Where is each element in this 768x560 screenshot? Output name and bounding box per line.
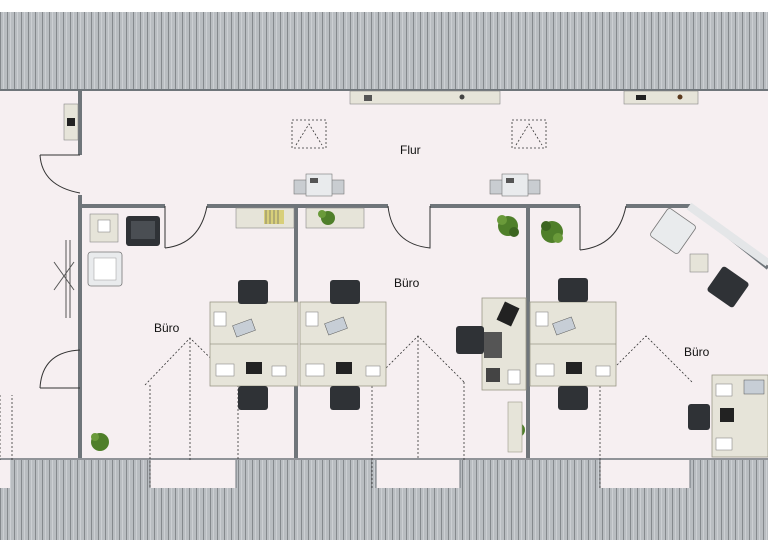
door-swings — [39, 154, 627, 389]
label-flur: Flur — [400, 143, 421, 157]
window-left — [53, 240, 75, 318]
desk-cluster-c — [529, 278, 617, 410]
printer-icon — [293, 173, 541, 197]
skylight-icon — [291, 119, 547, 149]
label-buero-1: Büro — [154, 321, 180, 335]
armchair-icon — [87, 213, 160, 287]
roof-bottom — [0, 458, 768, 540]
label-buero-3: Büro — [684, 345, 710, 359]
floor-area — [0, 88, 768, 488]
desk-cluster-a — [209, 280, 299, 410]
manager-desk — [456, 297, 527, 453]
walls-thin — [686, 202, 768, 267]
corridor-counter — [63, 90, 699, 141]
desk-cluster-b — [299, 280, 387, 410]
office-4-furniture — [650, 208, 768, 458]
label-buero-2: Büro — [394, 276, 420, 290]
roof-top — [0, 12, 768, 91]
